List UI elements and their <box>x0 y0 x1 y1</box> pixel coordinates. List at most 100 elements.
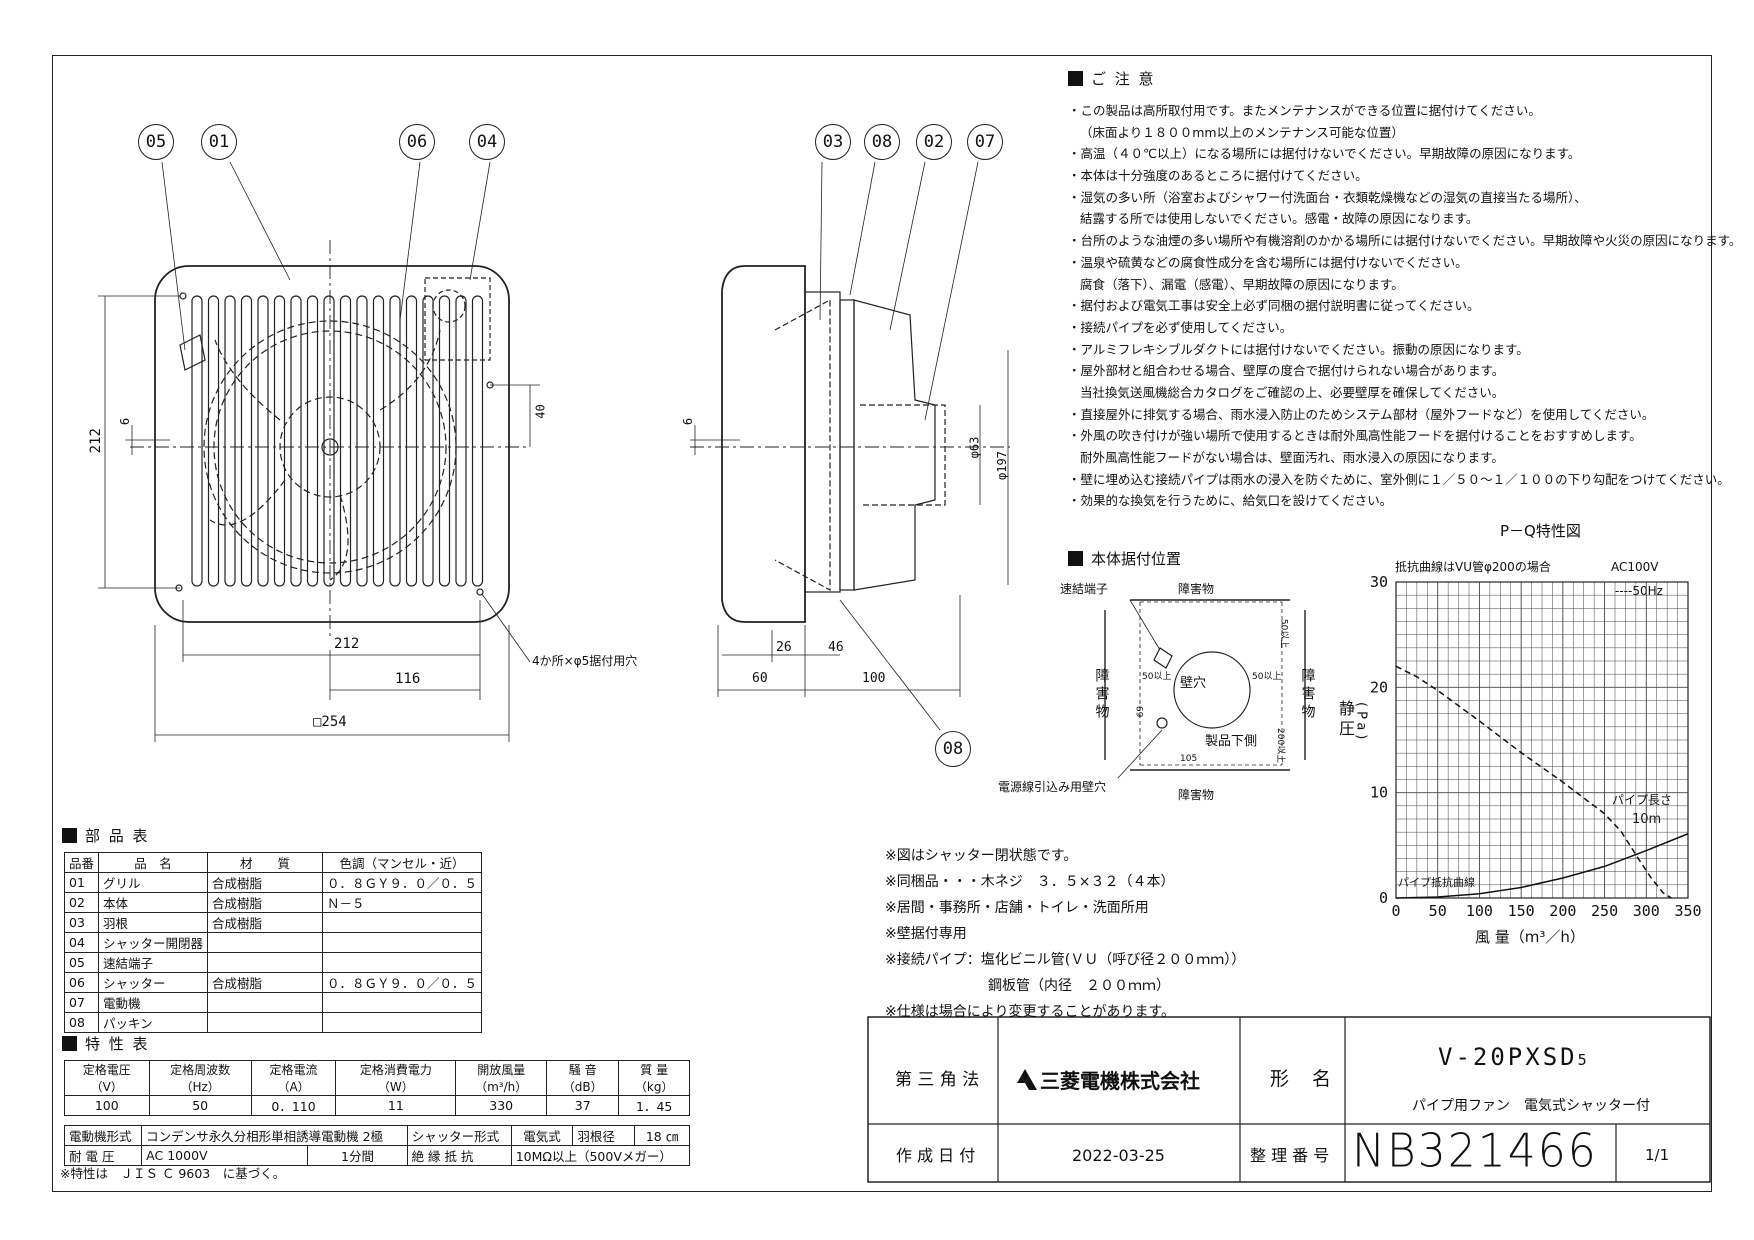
parts-header: 材 質 <box>207 852 323 873</box>
misc-note: ※居間・事務所・店舗・トイレ・洗面所用 <box>885 900 1149 916</box>
balloon-07: 07 <box>967 124 1003 160</box>
mount-d50-left: 50以上 <box>1142 672 1172 682</box>
spec-value: 11 <box>335 1095 457 1116</box>
parts-cell: 合成樹脂 <box>207 912 323 933</box>
specs-footnote: ※特性は ＪＩＳ Ｃ 9603 に基づく。 <box>60 1166 286 1181</box>
chart-annot-resist: パイプ抵抗曲線 <box>1398 876 1475 889</box>
spec-value: 50 <box>148 1095 252 1116</box>
note-line: ・効果的な換気を行うために、給気口を設けてください。 <box>1068 493 1393 509</box>
grille-slot <box>257 295 269 587</box>
spec-value: 100 <box>64 1095 150 1116</box>
note-line: ・温泉や硫黄などの腐食性成分を含む場所には据付けないでください。 <box>1068 254 1468 270</box>
parts-cell: グリル <box>98 872 209 893</box>
spec-header: 質 量 （kg） <box>618 1060 690 1096</box>
balloon-01: 01 <box>201 124 237 160</box>
parts-cell: 合成樹脂 <box>207 892 323 913</box>
parts-header: 品番 <box>63 852 100 873</box>
chart-ytick: 30 <box>1370 573 1388 591</box>
specs-table: 定格電圧（V）定格周波数（Hz）定格電流（A）定格消費電力（W）開放風量（m³/… <box>64 1060 690 1116</box>
mount-obstacle-bottom: 障害物 <box>1178 788 1215 802</box>
motor-value: コンデンサ永久分相形単相誘導電動機 2極 <box>141 1125 408 1146</box>
mount-d105: 105 <box>1180 754 1198 764</box>
note-line: ・外風の吹き付けが強い場所で使用するときは耐外風高性能フードを据付けることをおす… <box>1068 428 1642 444</box>
parts-cell: 本体 <box>98 892 209 913</box>
parts-cell: 07 <box>63 992 100 1013</box>
spec-header-unit: （V） <box>90 1080 123 1094</box>
notes-title: ご 注 意 <box>1068 70 1156 89</box>
spec-header: 定格電圧 （V） <box>64 1060 150 1096</box>
page-number: 1/1 <box>1645 1146 1670 1164</box>
date-value: 2022-03-25 <box>1072 1146 1165 1165</box>
grille-slot <box>306 295 319 587</box>
chart-ylabel: 静圧 <box>1336 700 1355 740</box>
model-desc: パイプ用ファン 電気式シャッター付 <box>1412 1098 1650 1114</box>
note-line: 結露する所では使用しないでください。感電・故障の原因になります。 <box>1080 211 1479 227</box>
grille-slot <box>240 295 253 587</box>
spec-header-name: 定格電圧 <box>82 1063 131 1077</box>
chart-xtick: 200 <box>1549 902 1576 920</box>
spec-header: 定格消費電力（W） <box>335 1060 457 1096</box>
chart-xtick: 100 <box>1466 902 1493 920</box>
parts-cell: 06 <box>63 972 100 993</box>
grille-slot <box>405 295 418 587</box>
model-name: V-20PXSD5 <box>1438 1043 1590 1071</box>
balloon-06: 06 <box>399 124 435 160</box>
note-line: ・屋外部材と組合わせる場合、壁厚の度合で据付けられない場合があります。 <box>1068 363 1505 379</box>
balloon-08-bottom: 08 <box>935 731 971 767</box>
dim-side-60: 60 <box>752 671 768 686</box>
parts-cell <box>207 952 323 973</box>
grille-slot <box>273 295 286 587</box>
spec-header-unit: （A） <box>277 1080 310 1094</box>
mount-power-hole: 電源線引込み用壁穴 <box>998 780 1107 794</box>
note-line: 腐食（落下）、漏電（感電）、早期故障の原因になります。 <box>1080 276 1404 292</box>
mount-under: 製品下側 <box>1205 734 1258 749</box>
parts-cell: 02 <box>63 892 100 913</box>
model-label: 形 名 <box>1270 1068 1334 1090</box>
mount-obstacle-left: 障害物 <box>1093 668 1110 722</box>
spec-header-name: 質 量 <box>640 1063 669 1077</box>
grille-slot <box>191 295 203 587</box>
spec-header: 騒 音（dB） <box>546 1060 620 1096</box>
mount-wall-hole: 壁穴 <box>1180 676 1207 691</box>
spec-header: 定格電流（A） <box>250 1060 337 1096</box>
spec-value: 0．110 <box>250 1095 337 1116</box>
grille-slot <box>372 295 385 587</box>
spec-header-unit: （kg） <box>634 1080 674 1094</box>
parts-cell: パッキン <box>98 1012 209 1033</box>
parts-header: 品 名 <box>98 852 209 873</box>
spec-value: 330 <box>455 1095 548 1116</box>
note-line: ・台所のような油煙の多い場所や有機溶剤のかかる場所には据付けないでください。早期… <box>1068 233 1742 249</box>
balloon-04: 04 <box>469 124 505 160</box>
projection-label: 第 三 角 法 <box>895 1070 980 1090</box>
drawing-number: NB321466 <box>1352 1124 1598 1179</box>
grille-slot <box>290 295 302 587</box>
note-line: ・湿気の多い所（浴室およびシャワー付洗面台・衣類乾燥機などの湿気の直接当たる場所… <box>1068 189 1587 205</box>
balloon-05: 05 <box>138 124 174 160</box>
parts-cell: 01 <box>63 872 100 893</box>
parts-header: 色調（マンセル・近） <box>321 852 483 873</box>
parts-cell: 05 <box>63 952 100 973</box>
parts-cell <box>321 992 483 1013</box>
chart-voltage: AC100V <box>1611 560 1659 574</box>
num-label: 整 理 番 号 <box>1250 1146 1330 1165</box>
side-view <box>690 161 1010 731</box>
dim-side-100: 100 <box>862 671 886 686</box>
front-view <box>98 161 540 742</box>
parts-cell: 08 <box>63 1012 100 1033</box>
withstand-value: AC 1000V <box>141 1145 309 1166</box>
misc-note: ※仕様は場合により変更することがあります。 <box>885 1004 1176 1020</box>
grille-slot <box>422 295 434 587</box>
misc-note: ※壁据付専用 <box>885 926 967 942</box>
chart-ytick: 0 <box>1379 889 1388 907</box>
parts-cell <box>207 1012 323 1033</box>
grille-slot <box>471 295 484 587</box>
note-line: ・この製品は高所取付用です。またメンテナンスができる位置に据付けてください。 <box>1068 103 1541 118</box>
blade-label: 羽根径 <box>572 1125 636 1146</box>
chart-xtick: 350 <box>1674 902 1701 920</box>
parts-cell: 電動機 <box>98 992 209 1013</box>
note-line: ・接続パイプを必ず使用してください。 <box>1068 319 1293 335</box>
mount-obstacle-top: 障害物 <box>1178 582 1215 596</box>
